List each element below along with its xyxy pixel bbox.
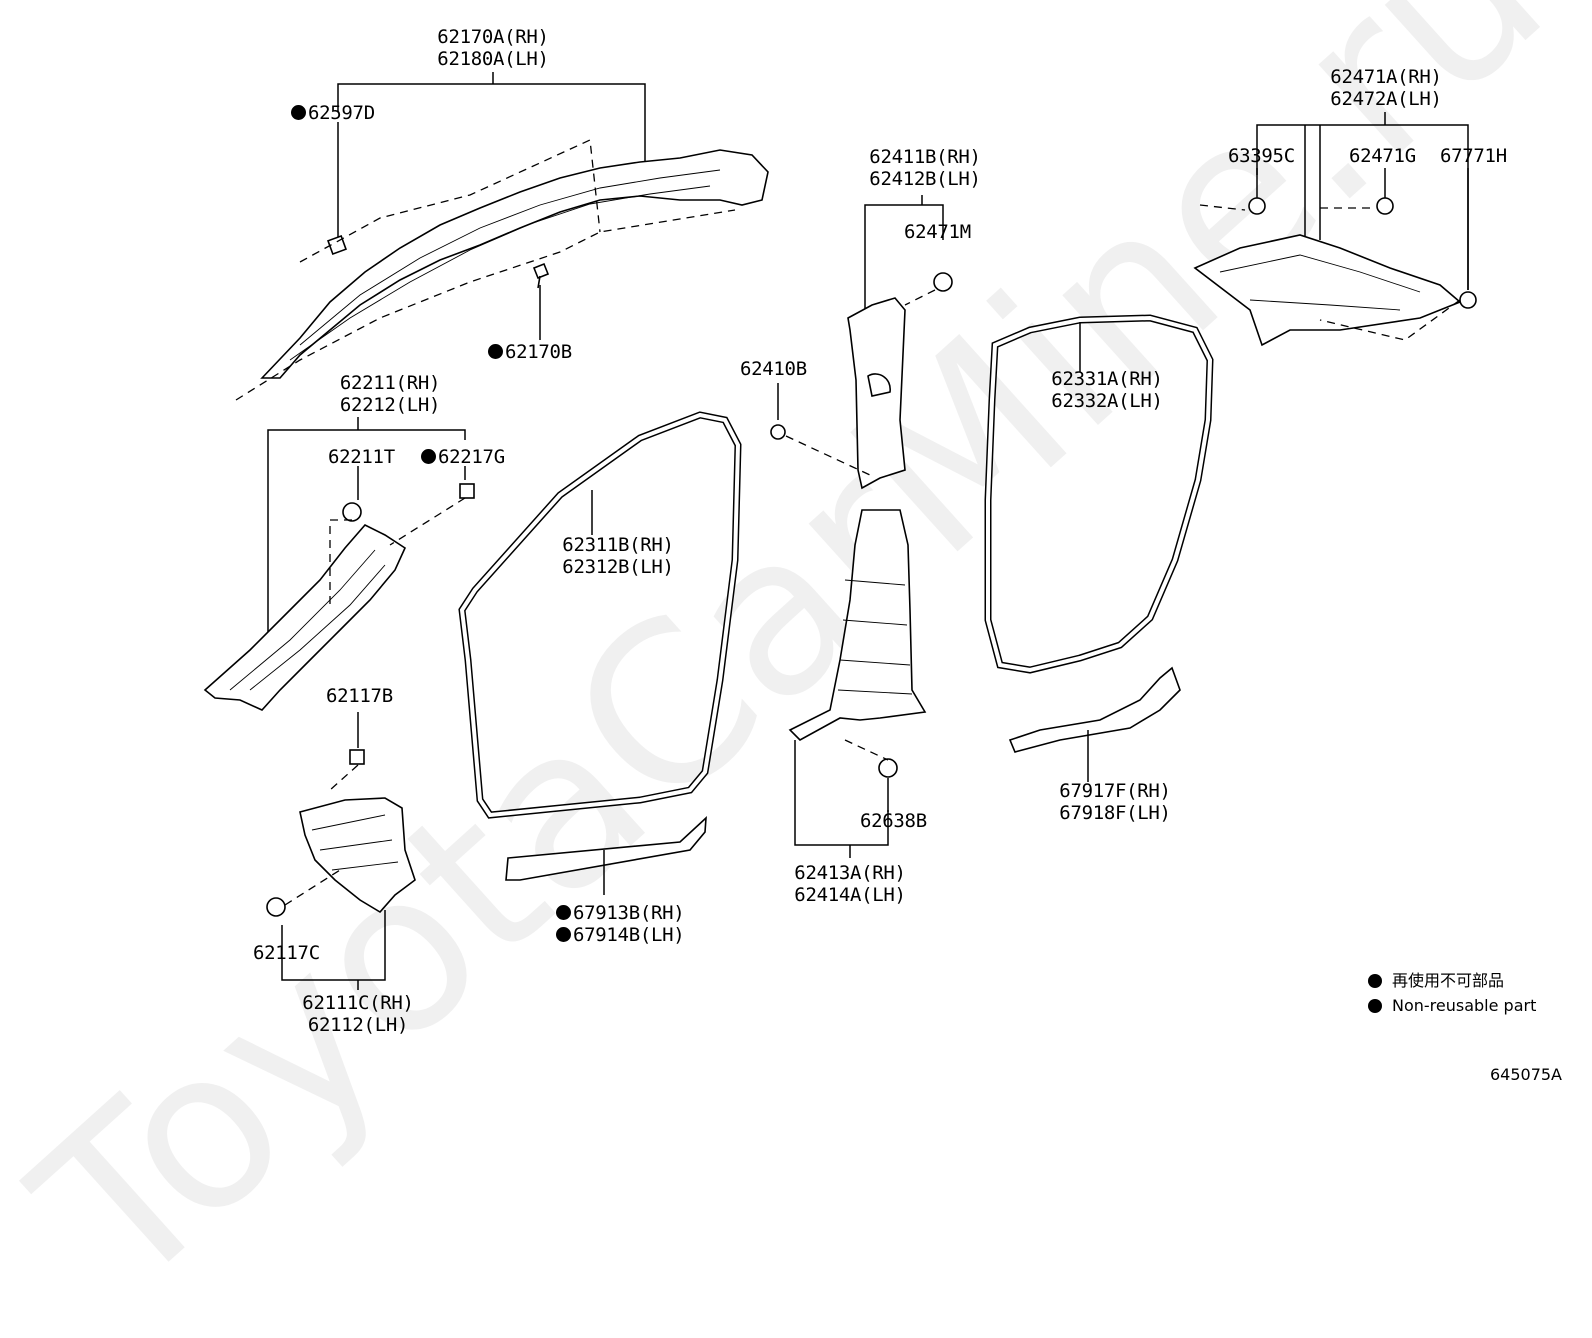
legend-jp: 再使用不可部品 xyxy=(1368,969,1504,993)
label-67917f: 67917F(RH) xyxy=(1059,780,1171,802)
label-62170a: 62170A(RH) xyxy=(437,26,549,48)
label-62180a: 62180A(LH) xyxy=(437,48,549,70)
diagram-code: 645075A xyxy=(1489,1065,1562,1084)
label-62112: 62112(LH) xyxy=(307,1014,409,1036)
center-pillar-garnish xyxy=(770,195,953,858)
label-62332a: 62332A(LH) xyxy=(1051,390,1163,412)
non-reusable-dot-icon xyxy=(421,449,436,464)
label-62312b: 62312B(LH) xyxy=(562,556,674,578)
non-reusable-dot-icon xyxy=(556,905,571,920)
label-62217g: 62217G xyxy=(421,446,505,468)
front-pillar-garnish xyxy=(203,417,475,711)
label-62471m: 62471M xyxy=(904,221,971,243)
roof-side-garnish xyxy=(235,72,769,401)
label-62212: 62212(LH) xyxy=(339,394,441,416)
label-62414a: 62414A(LH) xyxy=(794,884,906,906)
label-62117b: 62117B xyxy=(326,685,393,707)
label-67914b: 67914B(LH) xyxy=(556,924,685,946)
quarter-trim-panel xyxy=(1193,112,1477,347)
label-62412b: 62412B(LH) xyxy=(869,168,981,190)
label-67771h: 67771H xyxy=(1440,145,1507,167)
rear-door-weatherstrip xyxy=(984,314,1214,782)
label-62597d: 62597D xyxy=(291,102,375,124)
label-63395c: 63395C xyxy=(1228,145,1295,167)
cowl-side-trim xyxy=(266,712,416,990)
non-reusable-dot-icon xyxy=(556,927,571,942)
non-reusable-dot-icon xyxy=(488,344,503,359)
parts-diagram xyxy=(203,72,1477,990)
label-67918f: 67918F(LH) xyxy=(1059,802,1171,824)
non-reusable-dot-icon xyxy=(1368,999,1382,1013)
label-67913b: 67913B(RH) xyxy=(556,902,685,924)
label-62471a: 62471A(RH) xyxy=(1330,66,1442,88)
label-62411b: 62411B(RH) xyxy=(869,146,981,168)
label-62211t: 62211T xyxy=(328,446,395,468)
label-62111c: 62111C(RH) xyxy=(302,992,414,1014)
label-62413a: 62413A(RH) xyxy=(794,862,906,884)
label-62472a: 62472A(LH) xyxy=(1330,88,1442,110)
label-62170b: 62170B xyxy=(488,341,572,363)
label-62471g: 62471G xyxy=(1349,145,1416,167)
front-door-weatherstrip xyxy=(458,411,742,895)
legend-en: Non-reusable part xyxy=(1368,994,1536,1018)
non-reusable-dot-icon xyxy=(291,105,306,120)
label-62211: 62211(RH) xyxy=(339,372,441,394)
label-62331a: 62331A(RH) xyxy=(1051,368,1163,390)
label-62410b: 62410B xyxy=(740,358,807,380)
label-62311b: 62311B(RH) xyxy=(562,534,674,556)
label-62638b: 62638B xyxy=(860,810,927,832)
label-62117c: 62117C xyxy=(253,942,320,964)
non-reusable-dot-icon xyxy=(1368,974,1382,988)
